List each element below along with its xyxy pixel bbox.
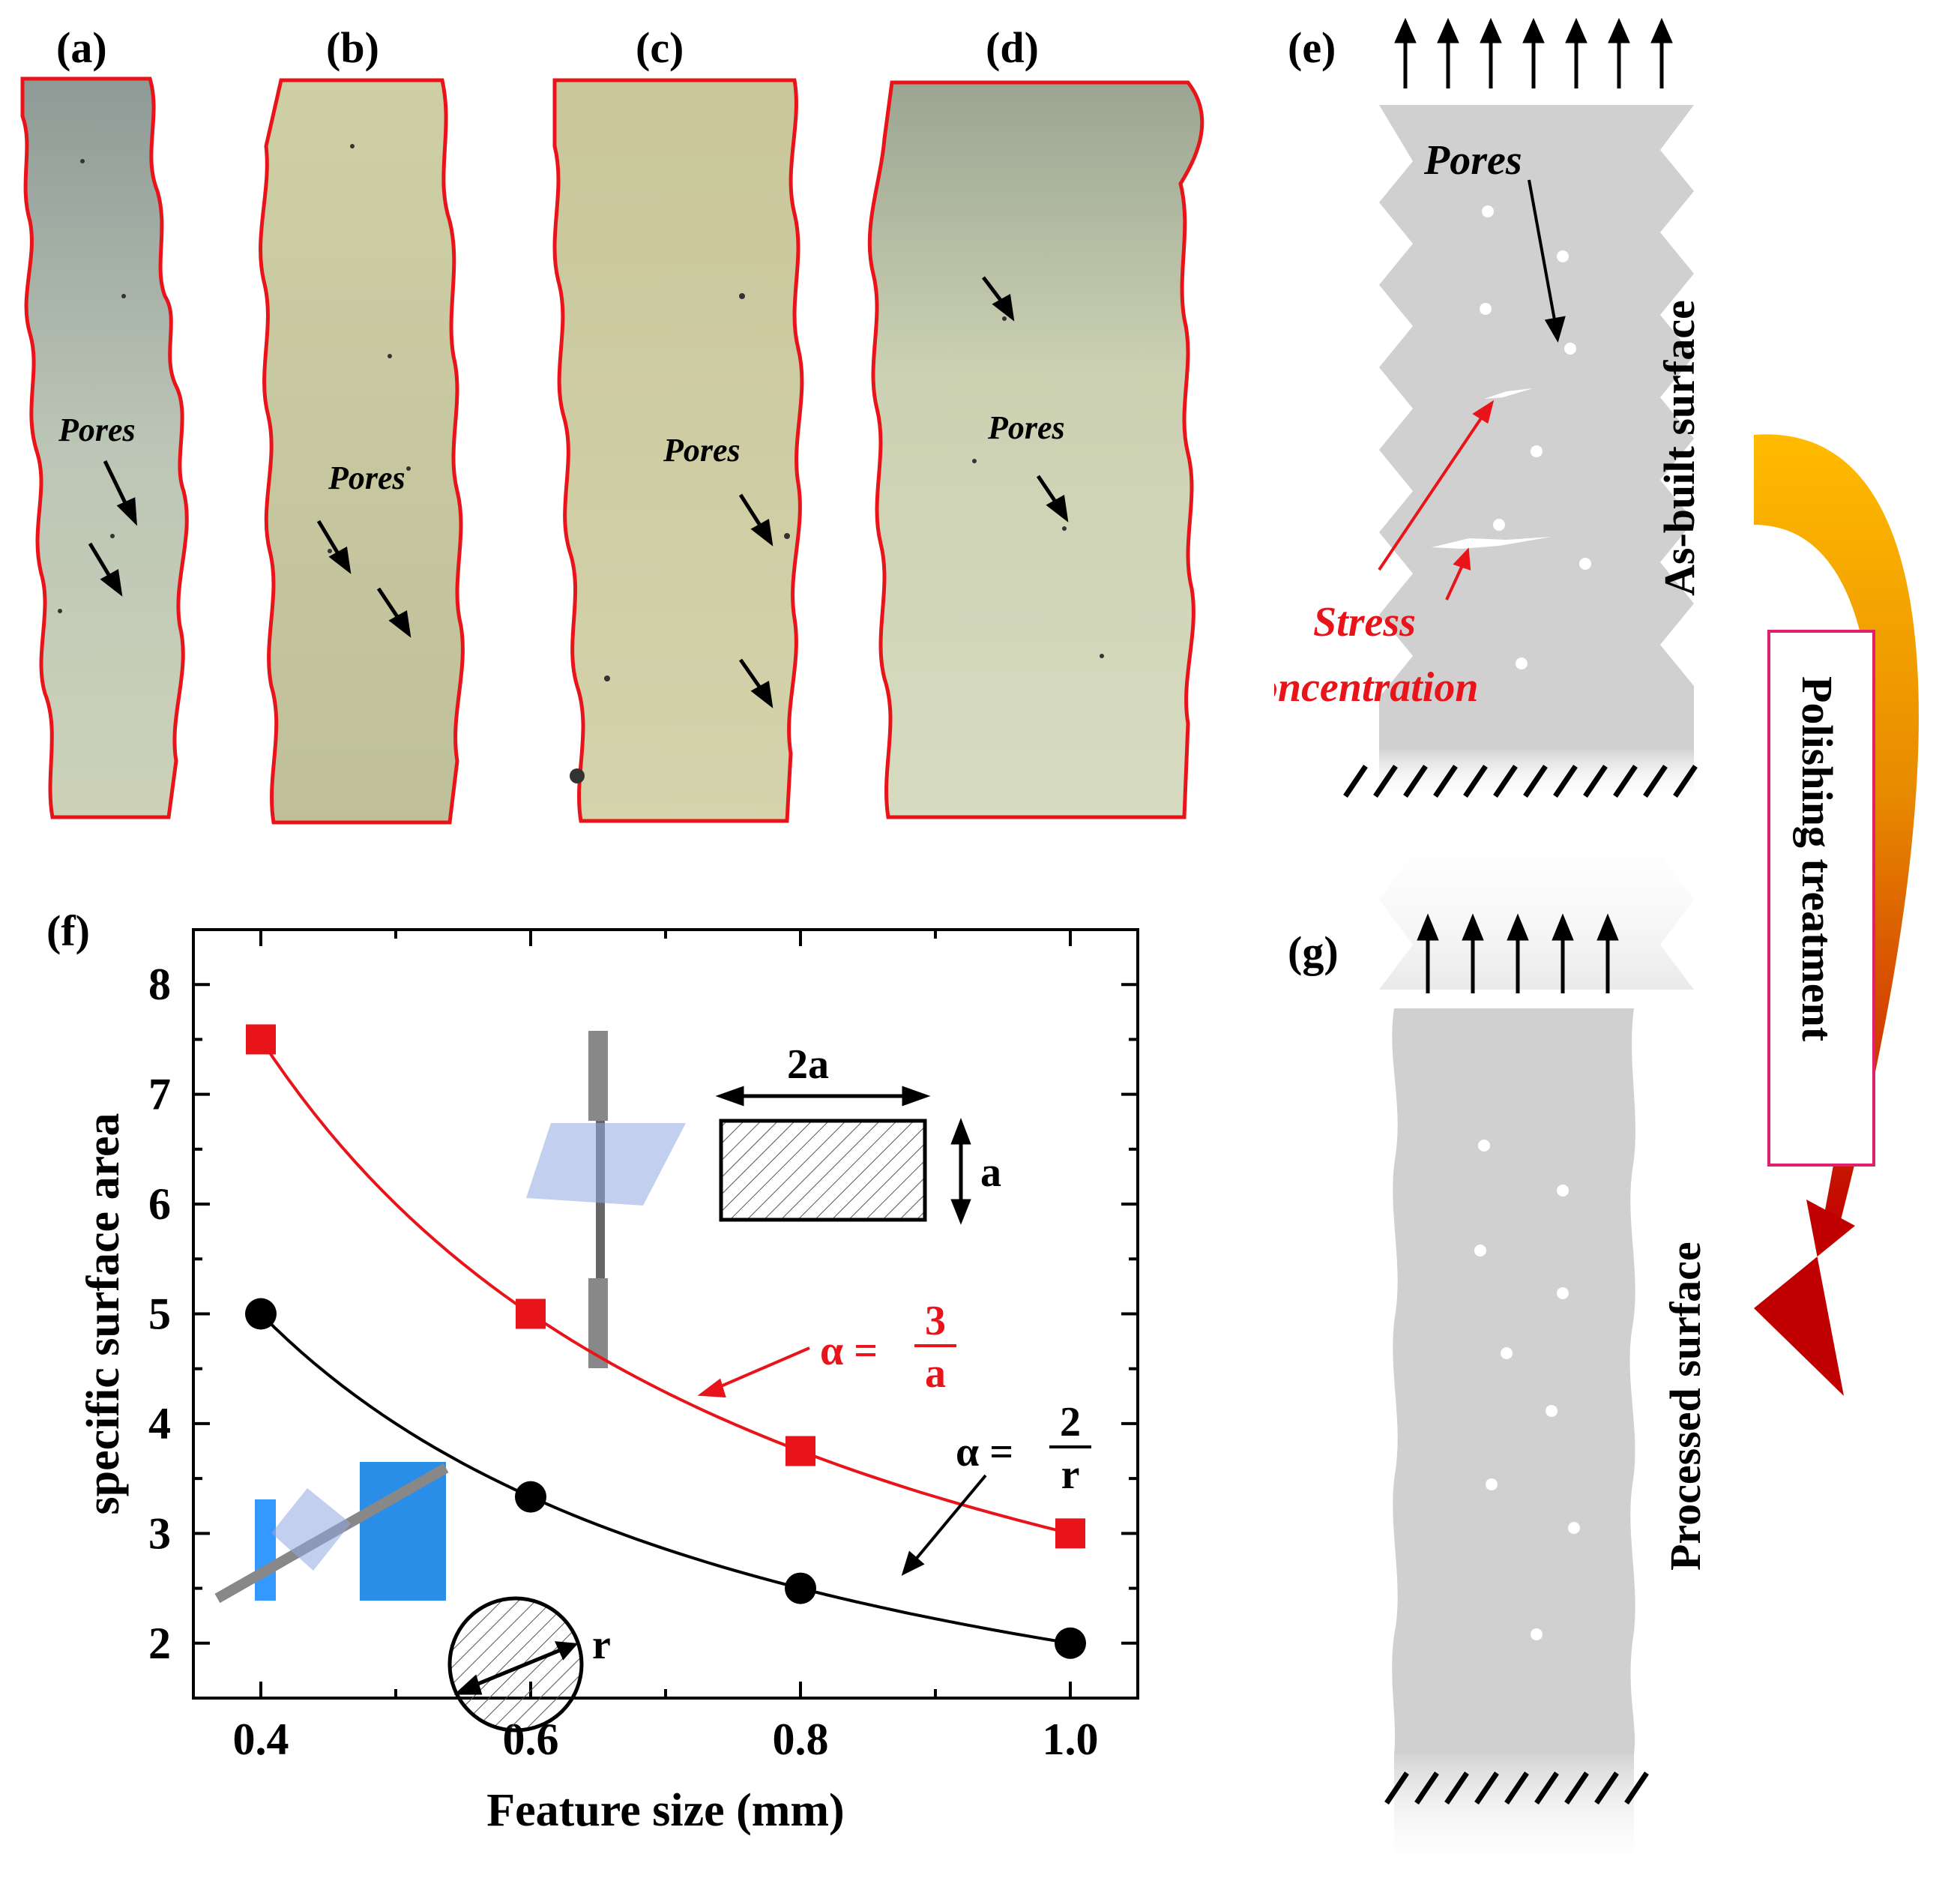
series-line-1 <box>259 1313 1071 1645</box>
y-tick-label: 5 <box>148 1289 171 1339</box>
panel-label-d: (d) <box>986 23 1039 72</box>
schematic-pores-label: Pores <box>1423 137 1522 184</box>
formula-red-den: a <box>925 1350 946 1397</box>
data-point-square <box>1055 1518 1085 1549</box>
as-built-body <box>1379 105 1694 750</box>
polishing-box <box>1767 630 1875 1167</box>
as-built-label: As-built surface <box>1655 300 1704 596</box>
pores-label-b: Pores <box>328 460 405 496</box>
data-point-circle <box>245 1298 277 1330</box>
series-line-0 <box>259 1038 1071 1535</box>
inset-specimen-flat <box>526 1031 686 1368</box>
strip-c <box>552 78 804 823</box>
polishing-arrow <box>1754 434 1919 1237</box>
formula-black: α = 2 r <box>956 1399 1091 1498</box>
y-tick-label: 3 <box>148 1508 171 1558</box>
pore-arrows <box>88 276 1069 708</box>
polishing-arrowhead <box>1754 1200 1855 1396</box>
ghost-shape <box>1379 810 1694 990</box>
inset-specimen-cyl <box>214 1462 449 1604</box>
data-point-square <box>516 1298 546 1329</box>
pores-pointer <box>1528 179 1566 343</box>
tension-arrows-top <box>1394 17 1673 88</box>
schematic-panel: Pores Stress concentration As-built surf… <box>1274 17 1919 1874</box>
strip-d <box>867 80 1204 819</box>
inset-rect-section: 2a a <box>715 1041 1001 1225</box>
data-point-circle <box>785 1572 816 1604</box>
panel-label-e: (e) <box>1288 23 1336 72</box>
formula-red-num: 3 <box>925 1298 946 1344</box>
data-point-square <box>785 1436 815 1466</box>
clamp-hatch-bottom <box>1384 1772 1649 1805</box>
y-tick-label: 6 <box>148 1179 171 1229</box>
formula-black-lhs: α = <box>956 1429 1013 1475</box>
y-tick-label: 2 <box>148 1619 171 1668</box>
pores-label-a: Pores <box>58 412 136 448</box>
formula-black-num: 2 <box>1060 1399 1081 1445</box>
tension-arrows-bottom <box>1417 913 1619 993</box>
crack-2 <box>1432 537 1552 549</box>
panel-label-f: (f) <box>46 906 90 955</box>
micrograph-strips <box>20 76 1204 825</box>
y-tick-label: 8 <box>148 960 171 1009</box>
x-tick-label: 1.0 <box>1043 1715 1099 1764</box>
axis-ticks <box>193 930 1138 1698</box>
data-point-square <box>246 1024 276 1055</box>
clamp-hatch-top <box>1343 765 1698 798</box>
processed-pores <box>1474 1140 1580 1640</box>
processed-body <box>1392 1008 1635 1754</box>
inset-circle-section: r <box>447 1596 611 1733</box>
x-tick-label: 0.8 <box>773 1715 829 1764</box>
polishing-label: Polishing treatment <box>1793 676 1842 1042</box>
formula-pointer-red <box>697 1346 810 1398</box>
panel-label-g: (g) <box>1288 927 1339 976</box>
as-built-pores <box>1480 205 1591 669</box>
clamp-fade-bottom <box>1394 1754 1634 1874</box>
pores-label-c: Pores <box>663 432 741 469</box>
formula-pointer-black <box>901 1474 987 1576</box>
pores-label-d: Pores <box>988 409 1065 446</box>
panel-label-c: (c) <box>636 23 684 72</box>
inset-radius-label: r <box>592 1622 611 1668</box>
crack-1 <box>1484 388 1533 399</box>
y-tick-label: 4 <box>148 1399 171 1448</box>
series-layer <box>245 1024 1086 1659</box>
strip-b <box>259 78 465 825</box>
stress-label-1: Stress <box>1313 599 1416 645</box>
panel-label-b: (b) <box>326 23 379 72</box>
inset-height-label: a <box>980 1149 1001 1196</box>
formula-black-den: r <box>1061 1451 1080 1498</box>
stress-pointers <box>1378 400 1495 601</box>
processed-label: Processed surface <box>1661 1242 1710 1571</box>
formula-red-lhs: α = <box>820 1328 878 1374</box>
data-point-circle <box>515 1481 546 1513</box>
pore-dots <box>58 144 1104 783</box>
panel-label-a: (a) <box>56 23 107 72</box>
stress-label-2: concentration <box>1274 664 1478 711</box>
strip-a <box>20 76 189 819</box>
y-tick-label: 7 <box>148 1070 171 1119</box>
inset-width-label: 2a <box>787 1041 829 1088</box>
data-point-circle <box>1055 1627 1086 1659</box>
x-tick-label: 0.4 <box>233 1715 289 1764</box>
plot-area <box>192 928 1139 1700</box>
y-axis-label: specific surface area <box>78 1113 129 1515</box>
x-axis-label: Feature size (mm) <box>486 1785 844 1836</box>
formula-red: α = 3 a <box>820 1298 956 1397</box>
